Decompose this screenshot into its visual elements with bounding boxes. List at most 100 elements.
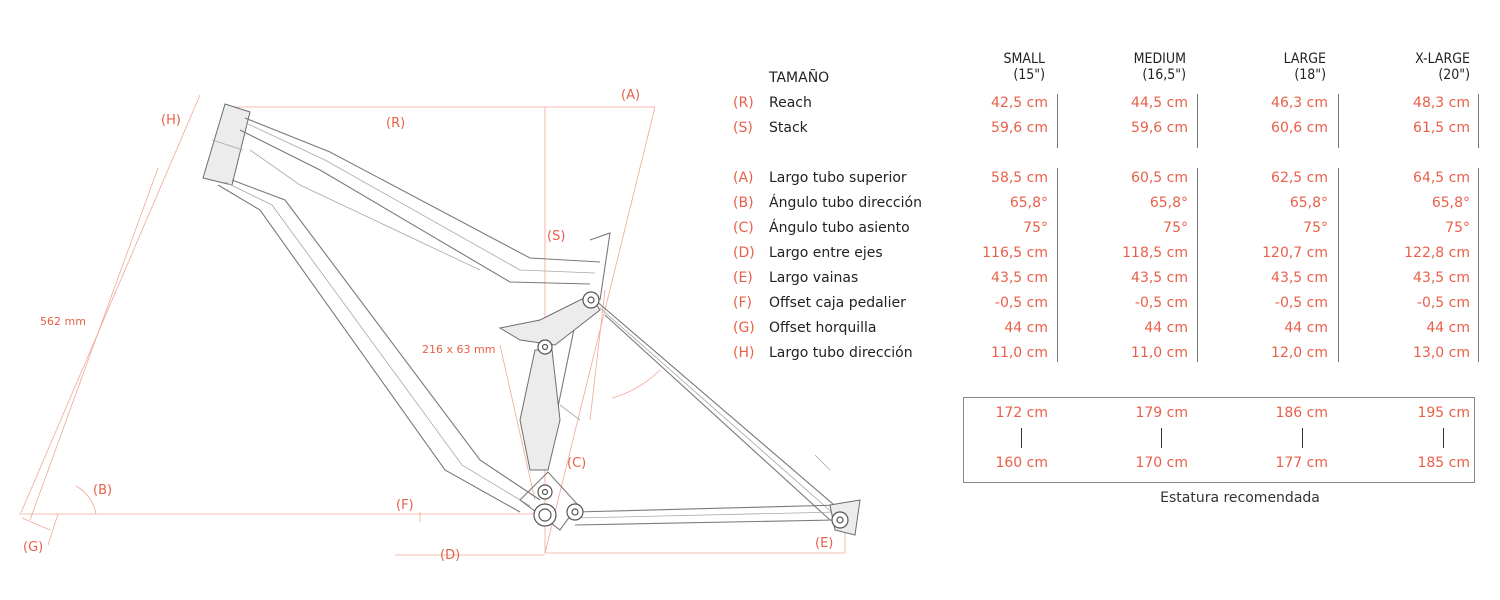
- table-cell: 120,7 cm: [1262, 245, 1328, 261]
- size-inch: (16,5"): [1142, 67, 1186, 83]
- label-H: (H): [161, 113, 181, 128]
- table-cell: 75°: [1163, 220, 1188, 236]
- table-cell: -0,5 cm: [994, 295, 1048, 311]
- row-label: Ángulo tubo dirección: [769, 195, 922, 211]
- table-cell: 65,8°: [1149, 195, 1188, 211]
- stature-min: 160 cm: [995, 455, 1048, 471]
- row-label: Largo entre ejes: [769, 245, 883, 261]
- row-label: Largo tubo dirección: [769, 345, 913, 361]
- table-cell: 65,8°: [1009, 195, 1048, 211]
- column-divider: [1478, 168, 1479, 362]
- table-cell: 46,3 cm: [1271, 95, 1328, 111]
- stature-max: 179 cm: [1135, 405, 1188, 421]
- column-header-medium: MEDIUM (16,5"): [1046, 51, 1186, 83]
- column-divider: [1057, 94, 1058, 148]
- size-header: TAMAÑO: [769, 70, 830, 86]
- column-divider: [1197, 168, 1198, 362]
- size-name: LARGE: [1283, 51, 1326, 67]
- stature-range-tick: [1021, 428, 1022, 448]
- table-cell: 116,5 cm: [982, 245, 1048, 261]
- stature-range-tick: [1302, 428, 1303, 448]
- stature-box: [963, 397, 1475, 483]
- table-cell: 59,6 cm: [1131, 120, 1188, 136]
- label-S: (S): [547, 229, 565, 244]
- table-cell: -0,5 cm: [1416, 295, 1470, 311]
- size-inch: (18"): [1294, 67, 1326, 83]
- shock-size-label: 216 x 63 mm: [422, 343, 495, 356]
- table-cell: 75°: [1023, 220, 1048, 236]
- dimension-lines: [19, 94, 846, 556]
- stature-max: 172 cm: [995, 405, 1048, 421]
- table-cell: -0,5 cm: [1134, 295, 1188, 311]
- row-letter: (H): [733, 345, 755, 361]
- row-letter: (A): [733, 170, 754, 186]
- size-name: MEDIUM: [1133, 51, 1186, 67]
- frame-tubes: [202, 103, 861, 536]
- table-cell: 60,6 cm: [1271, 120, 1328, 136]
- stature-max: 195 cm: [1417, 405, 1470, 421]
- label-E: (E): [815, 536, 833, 551]
- column-header-small: SMALL (15"): [905, 51, 1045, 83]
- row-label: Offset caja pedalier: [769, 295, 906, 311]
- pivot-joints: [533, 291, 849, 529]
- row-letter: (G): [733, 320, 755, 336]
- size-name: X-LARGE: [1415, 51, 1470, 67]
- column-divider: [1057, 168, 1058, 362]
- column-divider: [1338, 168, 1339, 362]
- table-cell: 11,0 cm: [991, 345, 1048, 361]
- row-label: Largo vainas: [769, 270, 859, 286]
- table-cell: 65,8°: [1431, 195, 1470, 211]
- size-inch: (20"): [1438, 67, 1470, 83]
- table-cell: 13,0 cm: [1413, 345, 1470, 361]
- column-divider: [1197, 94, 1198, 148]
- table-cell: 42,5 cm: [991, 95, 1048, 111]
- row-label: Offset horquilla: [769, 320, 877, 336]
- label-G: (G): [23, 540, 43, 555]
- label-D: (D): [440, 548, 460, 563]
- stature-max: 186 cm: [1275, 405, 1328, 421]
- table-cell: 58,5 cm: [991, 170, 1048, 186]
- table-cell: 118,5 cm: [1122, 245, 1188, 261]
- row-letter: (E): [733, 270, 753, 286]
- label-B: (B): [93, 483, 112, 498]
- size-name: SMALL: [1003, 51, 1045, 67]
- stature-range-tick: [1443, 428, 1444, 448]
- label-C: (C): [567, 456, 586, 471]
- table-cell: 44 cm: [1144, 320, 1188, 336]
- table-cell: 75°: [1303, 220, 1328, 236]
- column-divider: [1338, 94, 1339, 148]
- table-cell: 62,5 cm: [1271, 170, 1328, 186]
- label-A: (A): [621, 88, 640, 103]
- table-cell: 12,0 cm: [1271, 345, 1328, 361]
- stature-min: 185 cm: [1417, 455, 1470, 471]
- table-cell: 48,3 cm: [1413, 95, 1470, 111]
- table-cell: 122,8 cm: [1404, 245, 1470, 261]
- label-F: (F): [396, 498, 414, 513]
- row-label: Ángulo tubo asiento: [769, 220, 910, 236]
- fork-length-label: 562 mm: [40, 315, 86, 328]
- row-label: Largo tubo superior: [769, 170, 907, 186]
- size-inch: (15"): [1013, 67, 1045, 83]
- table-cell: 43,5 cm: [991, 270, 1048, 286]
- row-letter: (R): [733, 95, 754, 111]
- table-cell: 44,5 cm: [1131, 95, 1188, 111]
- table-cell: 44 cm: [1284, 320, 1328, 336]
- row-label: Reach: [769, 95, 812, 111]
- row-letter: (C): [733, 220, 754, 236]
- table-cell: 61,5 cm: [1413, 120, 1470, 136]
- table-cell: 59,6 cm: [991, 120, 1048, 136]
- table-cell: 44 cm: [1426, 320, 1470, 336]
- table-cell: 43,5 cm: [1413, 270, 1470, 286]
- table-cell: 64,5 cm: [1413, 170, 1470, 186]
- row-letter: (B): [733, 195, 754, 211]
- row-letter: (S): [733, 120, 753, 136]
- row-label: Stack: [769, 120, 808, 136]
- table-cell: 11,0 cm: [1131, 345, 1188, 361]
- row-letter: (F): [733, 295, 752, 311]
- table-cell: 43,5 cm: [1271, 270, 1328, 286]
- stature-min: 170 cm: [1135, 455, 1188, 471]
- table-cell: -0,5 cm: [1274, 295, 1328, 311]
- table-cell: 65,8°: [1289, 195, 1328, 211]
- column-divider: [1478, 94, 1479, 148]
